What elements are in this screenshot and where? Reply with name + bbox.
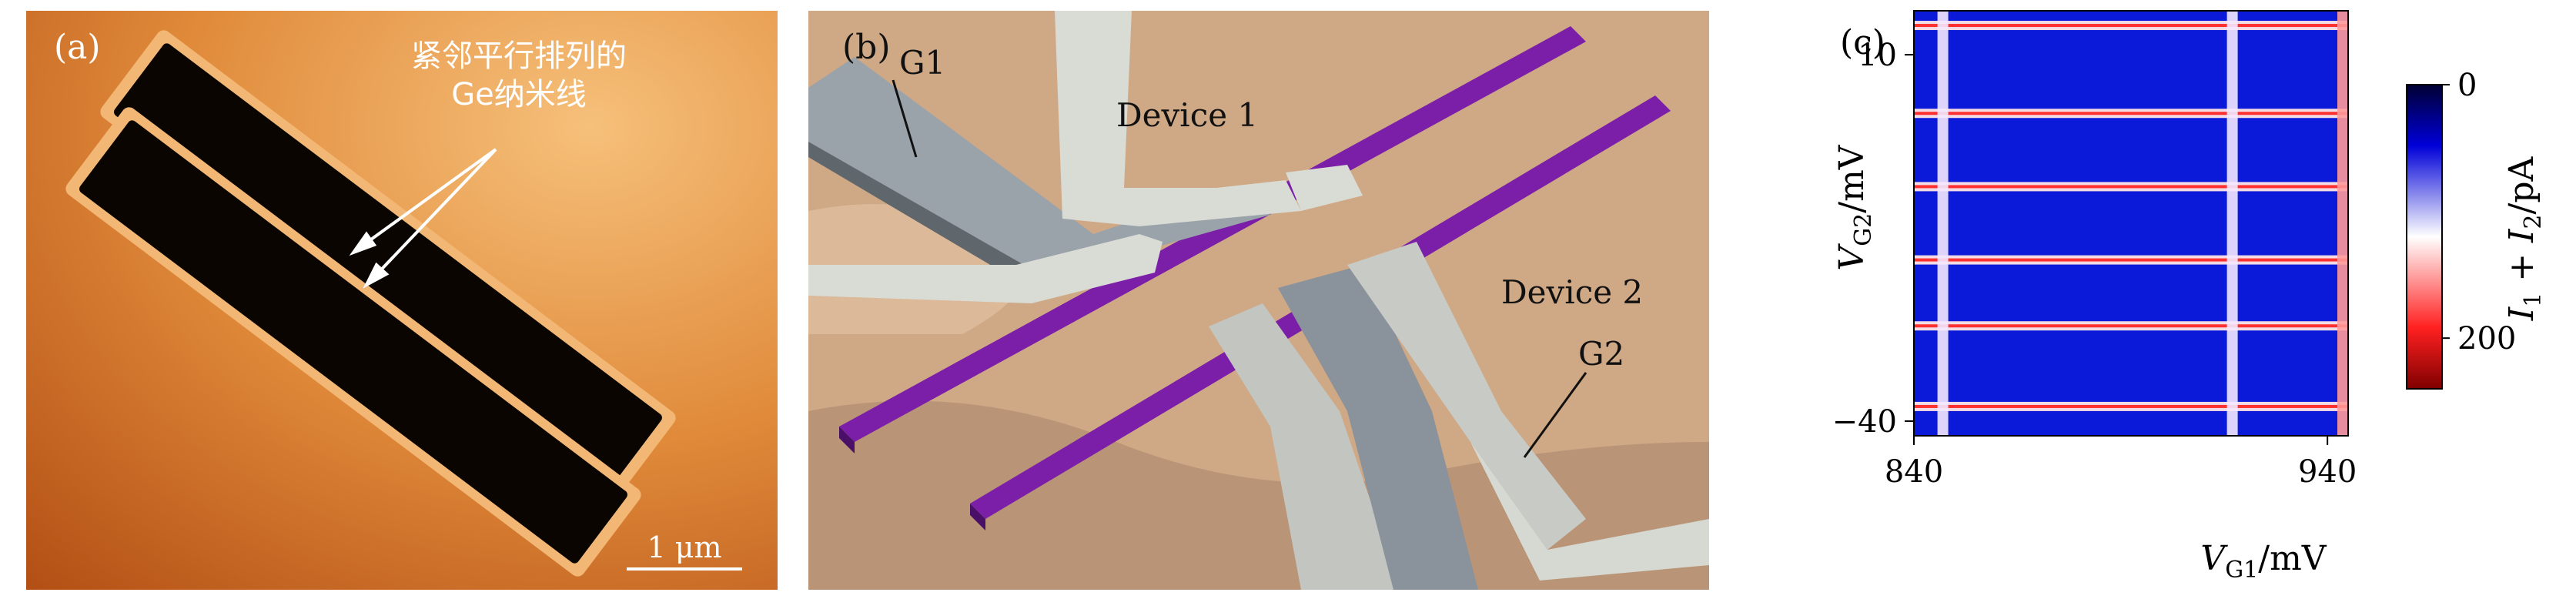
vertical-resonance-line [1937,11,1949,436]
horizontal-resonance-core [1914,258,2348,262]
panel-b-device-schematic: (b) G1 Device 1 Device 2 G2 [808,11,1709,590]
y-tick-label: −40 [1832,404,1897,440]
x-tick-label: 840 [1885,454,1943,490]
nanowire-trench-2 [65,107,641,577]
nanowire-trench-1 [100,30,676,500]
gate-g1-label: G1 [899,44,945,82]
heatmap-plot-area: 840 940 10 −40 [1832,10,2357,490]
heatmap-background [1914,11,2348,436]
gate-g2 [1209,242,1709,590]
annotation-line-2: Ge纳米线 [451,77,587,112]
plot-frame [1913,10,2349,437]
nanowire-1 [839,26,1586,453]
annotation-arrows [349,148,497,289]
panel-a-afm-image: (a) 紧邻平行排列的 Ge纳米线 1 μm [26,11,778,590]
device-2-label: Device 2 [1501,273,1643,311]
colorbar-tick-label: 0 [2457,68,2477,103]
horizontal-resonance-core [1914,112,2348,115]
annotation-line-1: 紧邻平行排列的 [411,38,627,74]
panel-b-letter: (b) [842,28,891,67]
panel-a-letter: (a) [54,28,101,67]
horizontal-resonance-core [1914,404,2348,408]
horizontal-resonance-core [1914,185,2348,189]
y-axis-label: VG2/mV [1832,144,1877,270]
y-tick-label: 10 [1858,38,1897,73]
top-gate-left [808,11,1363,303]
panel-c-heatmap: 840 940 10 −40 0 200 (c) VG1/mV VG2/mV I1 + … [1786,0,2576,599]
gate-g2-label: G2 [1578,335,1624,373]
right-edge-resonance [2337,11,2348,436]
colorbar-label: I1 + I2/pA [2502,156,2547,321]
horizontal-resonance-core [1914,324,2348,328]
x-axis-label: VG1/mV [2200,539,2327,584]
device-1-label: Device 1 [1116,96,1258,134]
panel-c-letter: (c) [1840,23,1885,62]
scale-bar-label: 1 μm [647,530,722,564]
colorbar-ticks: 0 200 [2442,68,2516,356]
colorbar-tick-label: 200 [2457,321,2516,356]
horizontal-resonance-core [1914,24,2348,28]
x-tick-label: 940 [2298,454,2357,490]
vertical-resonance-line [2226,11,2238,436]
colorbar [2406,84,2443,390]
